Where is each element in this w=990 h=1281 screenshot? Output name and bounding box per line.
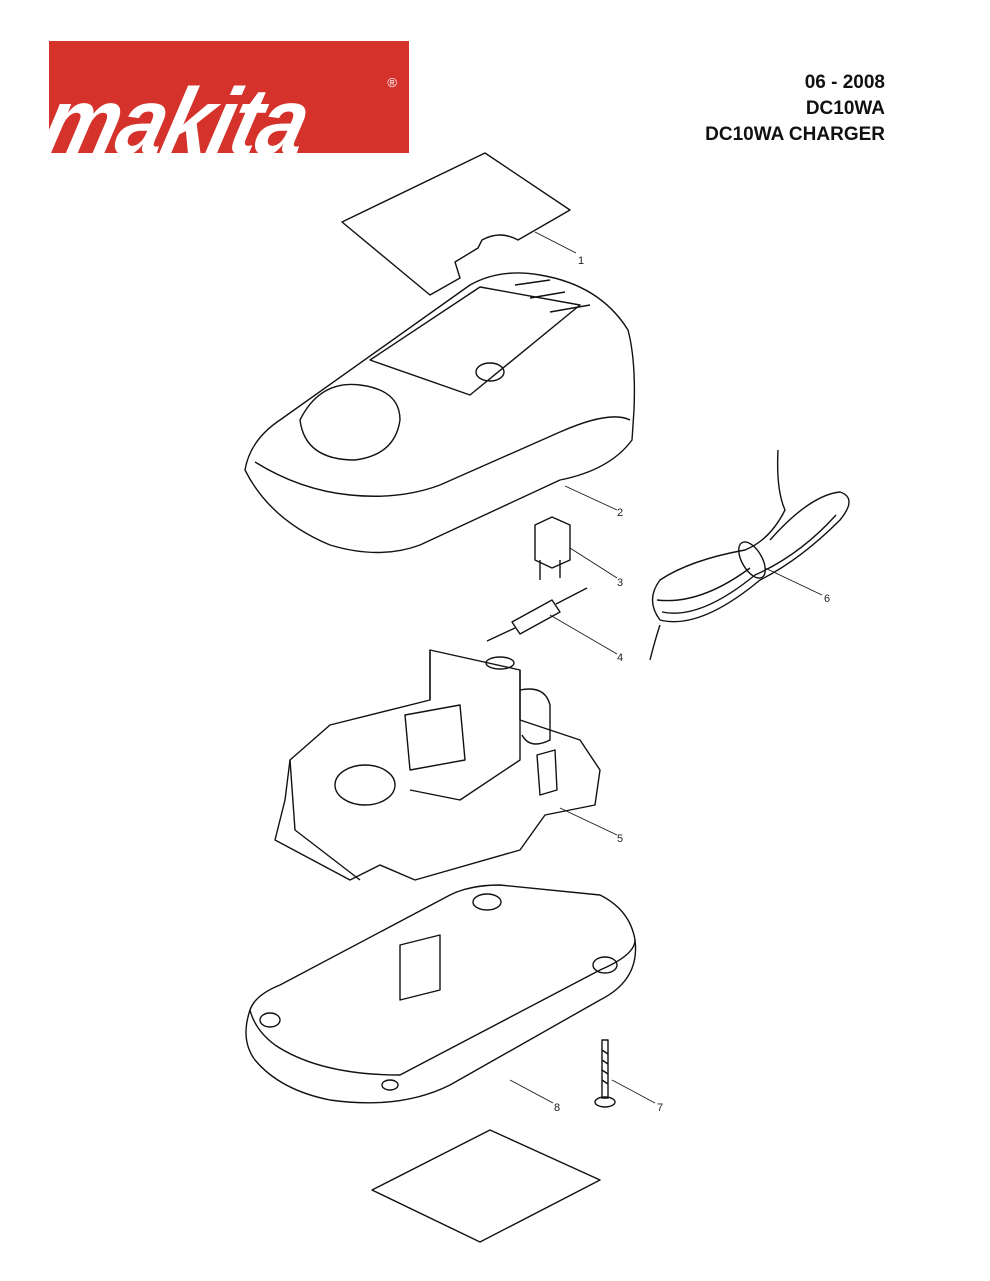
callout-8: 8 [554,1102,560,1114]
callout-5: 5 [617,833,623,845]
document-header: 06 - 2008 DC10WA DC10WA CHARGER [705,70,885,148]
revision-date: 06 - 2008 [804,72,885,93]
callout-4: 4 [617,652,623,664]
callout-2: 2 [617,507,623,519]
makita-logo: makita ® [49,41,409,153]
part-power-cord [649,449,850,661]
part-relay [534,516,618,580]
callout-7: 7 [657,1102,663,1114]
part-fuse [486,587,618,655]
registered-mark: ® [387,75,397,90]
part-circuit-board [274,649,618,881]
document-title: DC10WA CHARGER [705,124,885,145]
bottom-label-sheet [371,1129,601,1243]
callout-3: 3 [617,577,623,589]
callout-6: 6 [824,593,830,605]
part-housing-base [245,884,637,1104]
part-screw [594,1039,656,1108]
part-label-sheet [341,152,577,296]
part-housing-top [244,272,636,554]
model-number: DC10WA [805,98,885,119]
callout-1: 1 [578,255,584,267]
